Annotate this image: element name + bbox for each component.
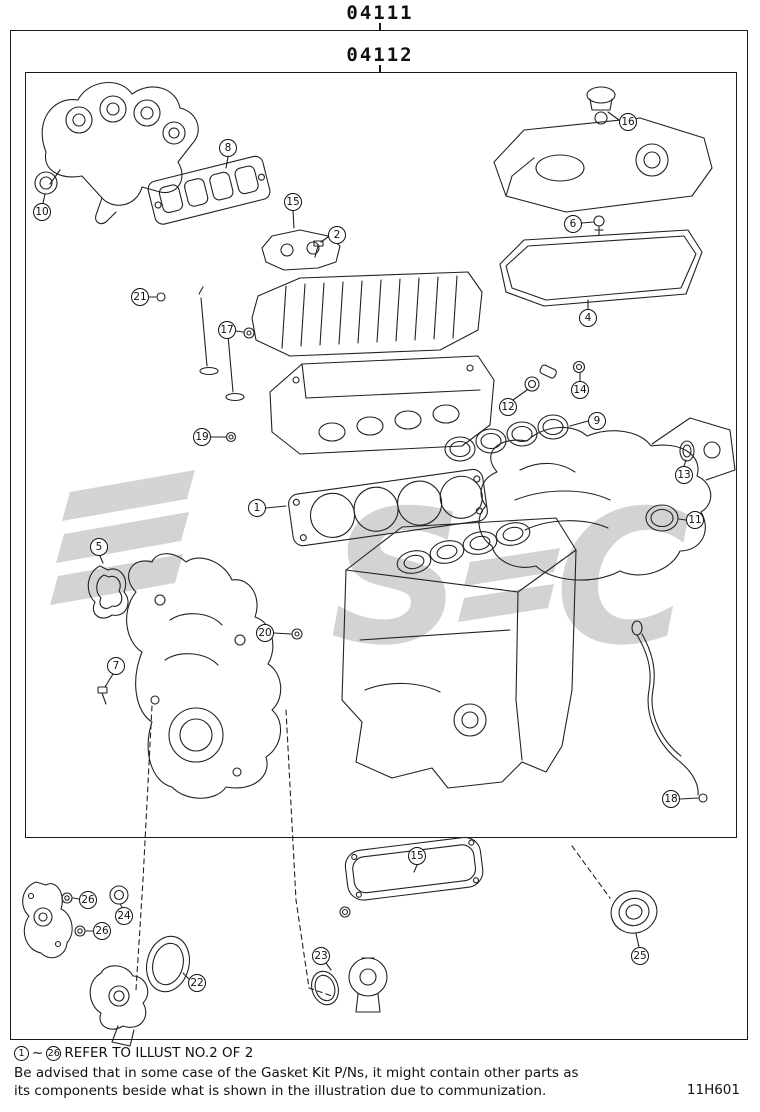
valve-cover <box>493 117 713 213</box>
callout-21[interactable]: 21 <box>131 288 149 306</box>
water-inlet-housing <box>89 965 149 1047</box>
footer-notes: 1 ~ 26 REFER TO ILLUST NO.2 OF 2 Be advi… <box>14 1044 748 1100</box>
callout-4[interactable]: 4 <box>579 309 597 327</box>
callout-ref-start: 1 <box>14 1045 29 1061</box>
oil-pan-gasket <box>344 836 484 901</box>
inner-label-tick <box>379 65 381 73</box>
callout-24[interactable]: 24 <box>115 907 133 925</box>
chain-cover-gasket <box>87 565 129 619</box>
callout-ref-end: 26 <box>46 1045 62 1061</box>
timing-chain-cover <box>126 553 282 799</box>
grommet-6 <box>593 215 605 236</box>
callout-16[interactable]: 16 <box>619 113 637 131</box>
callout-5[interactable]: 5 <box>90 538 108 556</box>
exhaust-manifold <box>41 81 199 225</box>
callout-8[interactable]: 8 <box>219 139 237 157</box>
valve-cover-gasket <box>499 229 703 307</box>
manifold-bracket-gasket <box>679 440 695 462</box>
callout-20[interactable]: 20 <box>256 624 274 642</box>
watermark: S C <box>50 470 691 686</box>
outer-label-tick <box>379 23 381 31</box>
advisory-note-line2: its components beside what is shown in t… <box>14 1083 547 1099</box>
reference-note: 1 ~ 26 REFER TO ILLUST NO.2 OF 2 <box>14 1044 748 1062</box>
kit-number-outer[interactable]: 04111 <box>346 2 414 24</box>
callout-leaders <box>42 111 699 980</box>
callout-17[interactable]: 17 <box>218 321 236 339</box>
intake-manifold-gaskets <box>444 414 569 462</box>
callout-9[interactable]: 9 <box>588 412 606 430</box>
o-ring-26a <box>61 892 73 904</box>
callout-6[interactable]: 6 <box>564 215 582 233</box>
callout-15[interactable]: 15 <box>408 847 426 865</box>
intake-manifold <box>478 417 736 581</box>
callout-10[interactable]: 10 <box>33 203 51 221</box>
cylinder-head <box>269 355 495 455</box>
o-ring-20 <box>291 628 303 640</box>
head-gasket <box>288 468 488 547</box>
drawing-code: 11H601 <box>686 1082 740 1098</box>
callout-19[interactable]: 19 <box>193 428 211 446</box>
oil-filler-cap <box>586 86 616 125</box>
callout-26[interactable]: 26 <box>93 922 111 940</box>
callout-14[interactable]: 14 <box>571 381 589 399</box>
cylinder-block <box>341 517 577 789</box>
callout-25[interactable]: 25 <box>631 947 649 965</box>
bolt-7 <box>97 686 108 705</box>
inner-kit-boundary <box>25 72 737 838</box>
ref-tilde: ~ <box>32 1045 44 1061</box>
seal-ring-24 <box>109 885 129 905</box>
water-inlet-gasket <box>145 935 191 993</box>
callout-26[interactable]: 26 <box>79 891 97 909</box>
callout-13[interactable]: 13 <box>675 466 693 484</box>
callout-23[interactable]: 23 <box>312 947 330 965</box>
callout-7[interactable]: 7 <box>107 657 125 675</box>
callout-22[interactable]: 22 <box>188 974 206 992</box>
camshaft-housing <box>251 271 483 357</box>
o-ring-26b <box>74 925 86 937</box>
callout-15[interactable]: 15 <box>284 193 302 211</box>
exhaust-seal-ring <box>34 171 58 195</box>
thermostat <box>348 957 388 1013</box>
valve-stem-seal <box>225 431 237 443</box>
drain-plug-gasket <box>339 906 351 918</box>
bolt-2 <box>313 240 324 258</box>
thermostat-o-ring <box>311 970 339 1006</box>
callout-11[interactable]: 11 <box>686 511 704 529</box>
throttle-body-gasket <box>645 504 679 532</box>
ref-text: REFER TO ILLUST NO.2 OF 2 <box>64 1045 254 1061</box>
spark-tube-seal <box>524 360 586 392</box>
engine-valves <box>156 286 255 402</box>
callout-12[interactable]: 12 <box>499 398 517 416</box>
camshaft-bearing-cap <box>261 229 341 271</box>
advisory-note-line1: Be advised that in some case of the Gask… <box>14 1065 579 1081</box>
callout-2[interactable]: 2 <box>328 226 346 244</box>
crankshaft-rear-seal <box>610 890 658 934</box>
callout-1[interactable]: 1 <box>248 499 266 517</box>
callout-18[interactable]: 18 <box>662 790 680 808</box>
exhaust-manifold-gasket <box>147 155 271 225</box>
kit-number-inner[interactable]: 04112 <box>346 44 414 66</box>
kit-association-dashes <box>135 705 611 997</box>
oil-dipstick-tube <box>631 620 708 803</box>
